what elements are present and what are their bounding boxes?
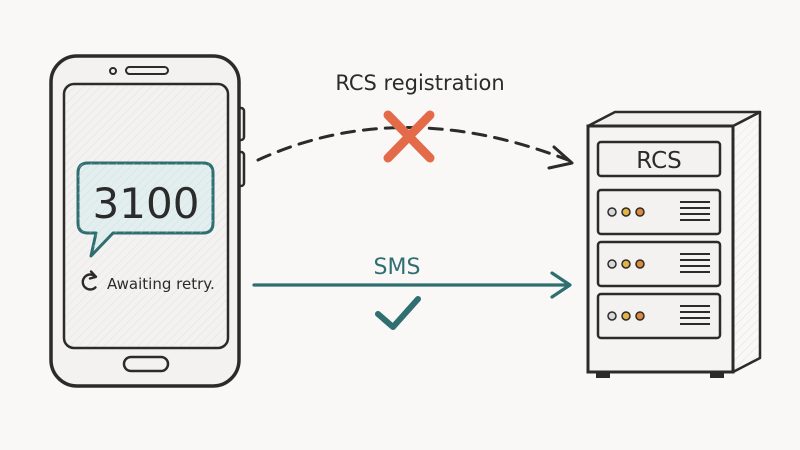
server-label: RCS [636, 148, 682, 174]
server-foot [710, 372, 724, 378]
sms-label: SMS [374, 255, 421, 280]
checkmark-icon [375, 296, 421, 330]
phone-camera [109, 67, 117, 75]
server-top-face [586, 110, 762, 128]
status-led [621, 207, 631, 217]
status-led [635, 311, 645, 321]
server-unit [596, 292, 722, 340]
status-led [635, 259, 645, 269]
phone-speaker [125, 66, 169, 75]
status-led [607, 259, 617, 269]
message-code: 3100 [93, 179, 200, 228]
rcs-registration-label: RCS registration [335, 71, 504, 95]
sms-connection: SMS [252, 255, 572, 330]
rcs-arrow-head [547, 145, 574, 170]
status-led [607, 207, 617, 217]
vent-lines [680, 253, 710, 273]
phone: 3100 Awaiting retry. [49, 54, 246, 388]
server-unit [596, 188, 722, 236]
message-bubble: 3100 [76, 161, 215, 258]
status-text: Awaiting retry. [107, 275, 215, 293]
rcs-registration-connection: RCS registration [256, 71, 574, 170]
status-led [635, 207, 645, 217]
server: RCS [586, 110, 762, 378]
sms-arrow-head [550, 271, 572, 299]
vent-lines [680, 201, 710, 221]
status-led [621, 311, 631, 321]
status-led [607, 311, 617, 321]
server-unit [596, 240, 722, 288]
phone-home-button [122, 355, 170, 373]
status-led [621, 259, 631, 269]
vent-lines [680, 305, 710, 325]
server-foot [596, 372, 610, 378]
refresh-icon [81, 270, 98, 291]
server-label-plate [596, 140, 722, 178]
x-mark-icon [383, 110, 435, 163]
status-row: Awaiting retry. [81, 270, 215, 293]
server-side-face [731, 110, 762, 374]
